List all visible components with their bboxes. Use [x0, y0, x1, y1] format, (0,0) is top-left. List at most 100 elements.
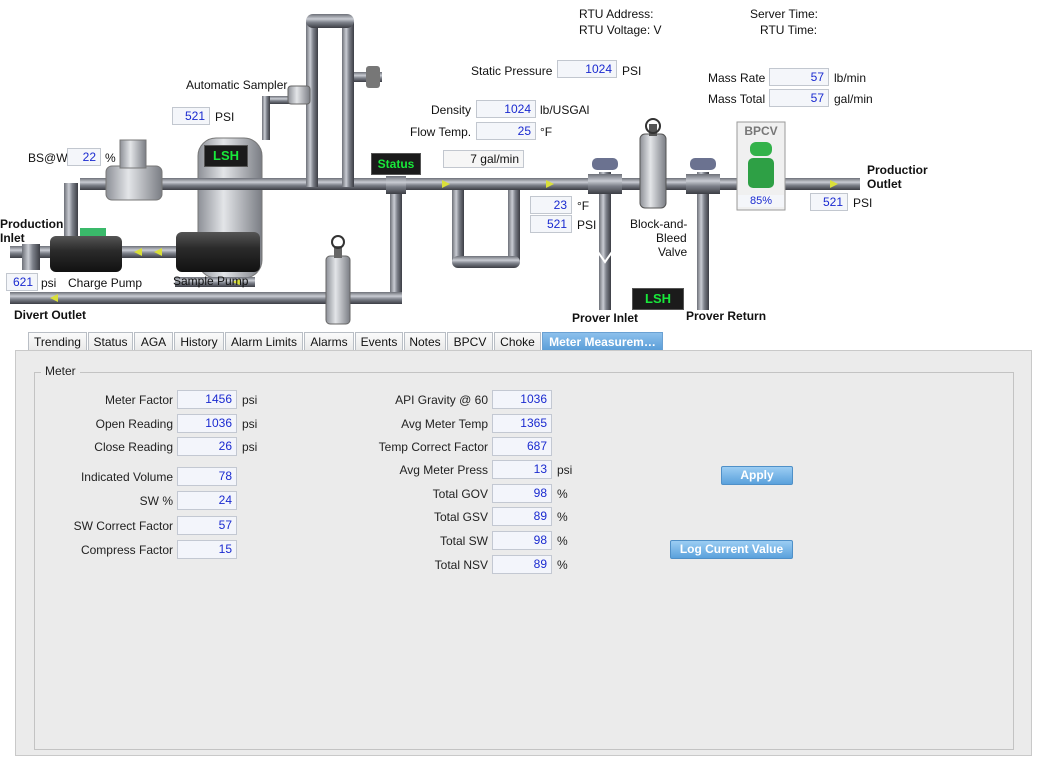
bsw-value: 22	[67, 148, 101, 166]
inlet-psi-value: 621	[6, 273, 38, 291]
production-outlet-label-1: Productior	[867, 163, 928, 177]
inlet-psi-unit: psi	[41, 276, 57, 290]
mass-rate-unit: lb/min	[834, 71, 867, 85]
sample-pump	[176, 232, 260, 272]
prover-inlet-arrow	[597, 251, 613, 264]
flow-rate-value: 7 gal/min	[443, 150, 524, 168]
log-current-value-button[interactable]: Log Current Value	[670, 540, 793, 559]
block-bleed-label-1: Block-and-	[630, 217, 688, 231]
mass-rate-value: 57	[769, 68, 829, 86]
flow-temp-unit: °F	[540, 125, 553, 139]
production-inlet-label-2: Inlet	[0, 231, 25, 245]
meter-left-input[interactable]: 26	[177, 437, 237, 456]
mass-total-unit: gal/min	[834, 92, 873, 106]
meter-right-label: Total GOV	[432, 487, 488, 501]
meter-right-label: Total SW	[439, 534, 488, 548]
block-and-bleed-valve	[639, 118, 667, 209]
lsh-prover-badge[interactable]: LSH	[632, 288, 684, 310]
mass-total-value: 57	[769, 89, 829, 107]
meter-left-input[interactable]: 15	[177, 540, 237, 559]
meter-left-input[interactable]: 78	[177, 467, 237, 486]
apply-button[interactable]: Apply	[721, 466, 793, 485]
bsw-unit: %	[105, 151, 116, 165]
lsh-badge[interactable]: LSH	[204, 145, 248, 167]
meter-right-unit: %	[557, 510, 568, 524]
meter-right-label: Avg Meter Temp	[401, 417, 488, 431]
meter-legend: Meter	[41, 364, 80, 378]
meter-left-input[interactable]: 24	[177, 491, 237, 510]
meter-left-input[interactable]: 1036	[177, 414, 237, 433]
production-outlet-label-2: Outlet	[867, 177, 902, 191]
meter-left-label: Compress Factor	[80, 543, 173, 557]
status-badge[interactable]: Status	[371, 153, 421, 175]
tab-bpcv[interactable]: BPCV	[447, 332, 493, 350]
static-pressure-unit: PSI	[622, 64, 642, 78]
bsw-label: BS@W	[28, 151, 68, 165]
charge-pump-label: Charge Pump	[68, 276, 143, 290]
meter-temp-value: 23	[530, 196, 572, 214]
static-pressure-value: 1024	[557, 60, 617, 78]
tab-events[interactable]: Events	[355, 332, 403, 350]
automatic-sampler-device	[287, 85, 311, 105]
flow-temp-value: 25	[476, 122, 536, 140]
meter-right-unit: psi	[557, 463, 573, 477]
meter-left-label: SW %	[139, 494, 173, 508]
tab-trending[interactable]: Trending	[28, 332, 87, 350]
flow-temp-label: Flow Temp.	[410, 125, 472, 139]
meter-right-label: Total GSV	[433, 510, 488, 524]
prover-inlet-label: Prover Inlet	[572, 311, 639, 325]
meter-right-input[interactable]: 89	[492, 555, 552, 574]
divert-outlet-label: Divert Outlet	[14, 308, 87, 322]
meter-left-label: Close Reading	[94, 440, 173, 454]
meter-left-unit: psi	[242, 440, 258, 454]
bsw-analyzer	[105, 139, 163, 201]
rtu-address-label: RTU Address:	[579, 7, 654, 21]
density-unit: lb/USGAl	[540, 103, 590, 117]
meter-left-input[interactable]: 1456	[177, 390, 237, 409]
meter-right-unit: %	[557, 558, 568, 572]
tab-meter-measurement[interactable]: Meter Measurem…	[542, 332, 663, 350]
prover-return-label: Prover Return	[686, 309, 767, 323]
meter-right-label: Avg Meter Press	[399, 463, 488, 477]
meter-right-input[interactable]: 13	[492, 460, 552, 479]
meter-right-input[interactable]: 98	[492, 484, 552, 503]
meter-right-input[interactable]: 687	[492, 437, 552, 456]
tab-history[interactable]: History	[174, 332, 224, 350]
tab-choke[interactable]: Choke	[494, 332, 541, 350]
meter-right-input[interactable]: 89	[492, 507, 552, 526]
meter-right-input[interactable]: 98	[492, 531, 552, 550]
rtu-time-label: RTU Time:	[760, 23, 818, 37]
sampler-valve	[366, 66, 380, 88]
outlet-psi-unit: PSI	[853, 196, 873, 210]
tab-notes[interactable]: Notes	[404, 332, 446, 350]
meter-left-input[interactable]: 57	[177, 516, 237, 535]
meter-right-input[interactable]: 1036	[492, 390, 552, 409]
meter-fieldset	[34, 372, 1014, 750]
meter-right-input[interactable]: 1365	[492, 414, 552, 433]
divert-valve	[325, 235, 351, 325]
tab-status[interactable]: Status	[88, 332, 133, 350]
bpcv-label: BPCV	[744, 124, 778, 138]
flow-arrows	[50, 180, 838, 302]
tab-aga[interactable]: AGA	[134, 332, 173, 350]
meter-psi-value: 521	[530, 215, 572, 233]
mass-rate-label: Mass Rate	[708, 71, 766, 85]
tab-alarms[interactable]: Alarms	[304, 332, 354, 350]
tab-alarm-limits[interactable]: Alarm Limits	[225, 332, 303, 350]
meter-temp-unit: °F	[577, 199, 590, 213]
bpcv-percent: 85%	[738, 195, 784, 207]
block-bleed-label-3: Valve	[658, 245, 688, 259]
meter-left-unit: psi	[242, 417, 258, 431]
meter-right-label: API Gravity @ 60	[395, 393, 488, 407]
meter-transmitters	[386, 158, 720, 194]
charge-pump	[22, 228, 122, 272]
meter-left-label: Meter Factor	[104, 393, 173, 407]
meter-right-unit: %	[557, 534, 568, 548]
meter-right-label: Temp Correct Factor	[378, 440, 488, 454]
automatic-sampler-label: Automatic Sampler	[186, 78, 288, 92]
static-pressure-label: Static Pressure	[471, 64, 553, 78]
rtu-voltage-label: RTU Voltage: V	[579, 23, 662, 37]
sampler-psi-value: 521	[172, 107, 210, 125]
density-value: 1024	[476, 100, 536, 118]
block-bleed-label-2: Bleed	[656, 231, 687, 245]
